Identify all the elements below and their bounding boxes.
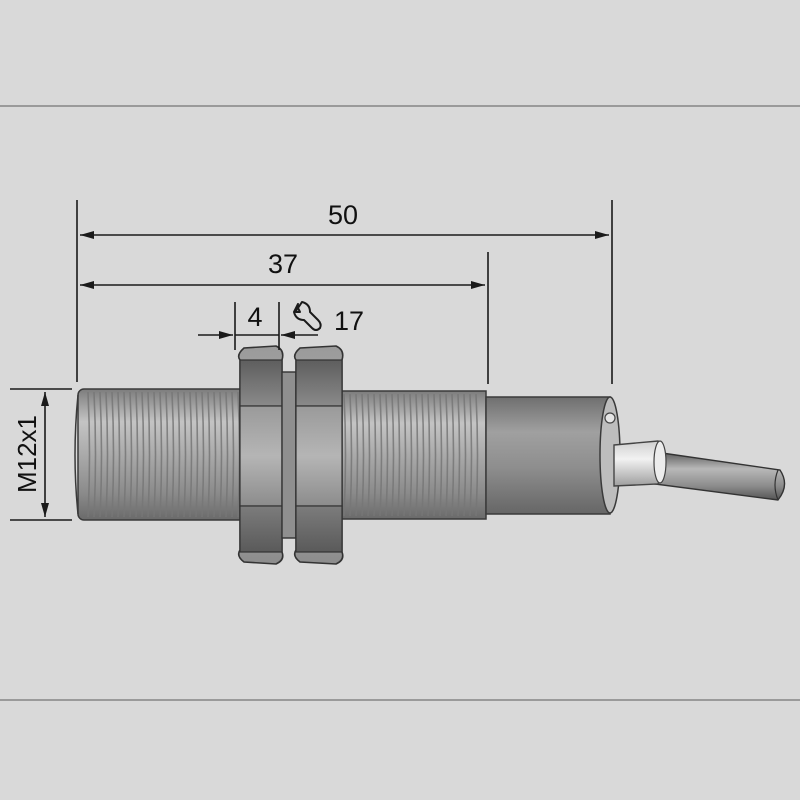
thread-ridge bbox=[219, 391, 223, 518]
thread-ridge bbox=[111, 391, 115, 518]
thread-ridge bbox=[349, 393, 353, 517]
thread-ridge bbox=[343, 393, 347, 517]
thread-ridge bbox=[433, 393, 437, 517]
thread-ridge bbox=[177, 391, 181, 518]
thread-ridge bbox=[355, 393, 359, 517]
thread-ridge bbox=[451, 393, 455, 517]
lock-nut-2 bbox=[293, 345, 344, 565]
dimension-wrench-size: 17 bbox=[334, 306, 364, 336]
cable bbox=[654, 451, 786, 501]
thread-ridge bbox=[147, 391, 151, 518]
thread-ridge bbox=[445, 393, 449, 517]
thread-ridge bbox=[439, 393, 443, 517]
thread-ridge bbox=[207, 391, 211, 518]
thread-ridge bbox=[165, 391, 169, 518]
thread-ridge bbox=[367, 393, 371, 517]
thread-ridge bbox=[129, 391, 133, 518]
dimension-nut-thickness: 4 bbox=[247, 302, 262, 332]
thread-ridge bbox=[153, 391, 157, 518]
thread-ridge bbox=[201, 391, 205, 518]
threaded-barrel-rear bbox=[329, 390, 487, 520]
thread-ridge bbox=[225, 391, 229, 518]
thread-ridge bbox=[403, 393, 407, 517]
thread-ridge bbox=[427, 393, 431, 517]
thread-ridge bbox=[421, 393, 425, 517]
thread-ridge bbox=[373, 393, 377, 517]
thread-ridge bbox=[93, 391, 97, 518]
wrench-icon bbox=[293, 301, 322, 331]
thread-ridge bbox=[183, 391, 187, 518]
thread-ridge bbox=[231, 391, 235, 518]
thread-ridge bbox=[135, 391, 139, 518]
thread-ridge bbox=[379, 393, 383, 517]
dimension-thread-spec: M12x1 bbox=[12, 415, 42, 493]
thread-ridge bbox=[117, 391, 121, 518]
dimension-housing-length: 37 bbox=[268, 249, 298, 279]
thread-ridge bbox=[99, 391, 103, 518]
rear-sleeve bbox=[485, 396, 621, 515]
thread-ridge bbox=[385, 393, 389, 517]
thread-ridge bbox=[141, 391, 145, 518]
thread-ridge bbox=[87, 391, 91, 518]
thread-ridge bbox=[213, 391, 217, 518]
washer bbox=[281, 371, 297, 539]
thread-ridge bbox=[397, 393, 401, 517]
thread-ridge bbox=[159, 391, 163, 518]
thread-ridge bbox=[409, 393, 413, 517]
thread-ridge bbox=[457, 393, 461, 517]
thread-ridge bbox=[171, 391, 175, 518]
thread-ridge bbox=[105, 391, 109, 518]
thread-ridge bbox=[475, 393, 479, 517]
lock-nut-1 bbox=[237, 345, 284, 565]
thread-ridge bbox=[469, 393, 473, 517]
thread-ridge bbox=[415, 393, 419, 517]
thread-ridge bbox=[361, 393, 365, 517]
threaded-barrel-front bbox=[74, 388, 247, 521]
cable-ferrule bbox=[613, 440, 667, 487]
thread-ridge bbox=[463, 393, 467, 517]
thread-ridge bbox=[391, 393, 395, 517]
dimension-overall-length: 50 bbox=[328, 200, 358, 230]
thread-ridge bbox=[195, 391, 199, 518]
thread-ridge bbox=[123, 391, 127, 518]
thread-ridge bbox=[189, 391, 193, 518]
